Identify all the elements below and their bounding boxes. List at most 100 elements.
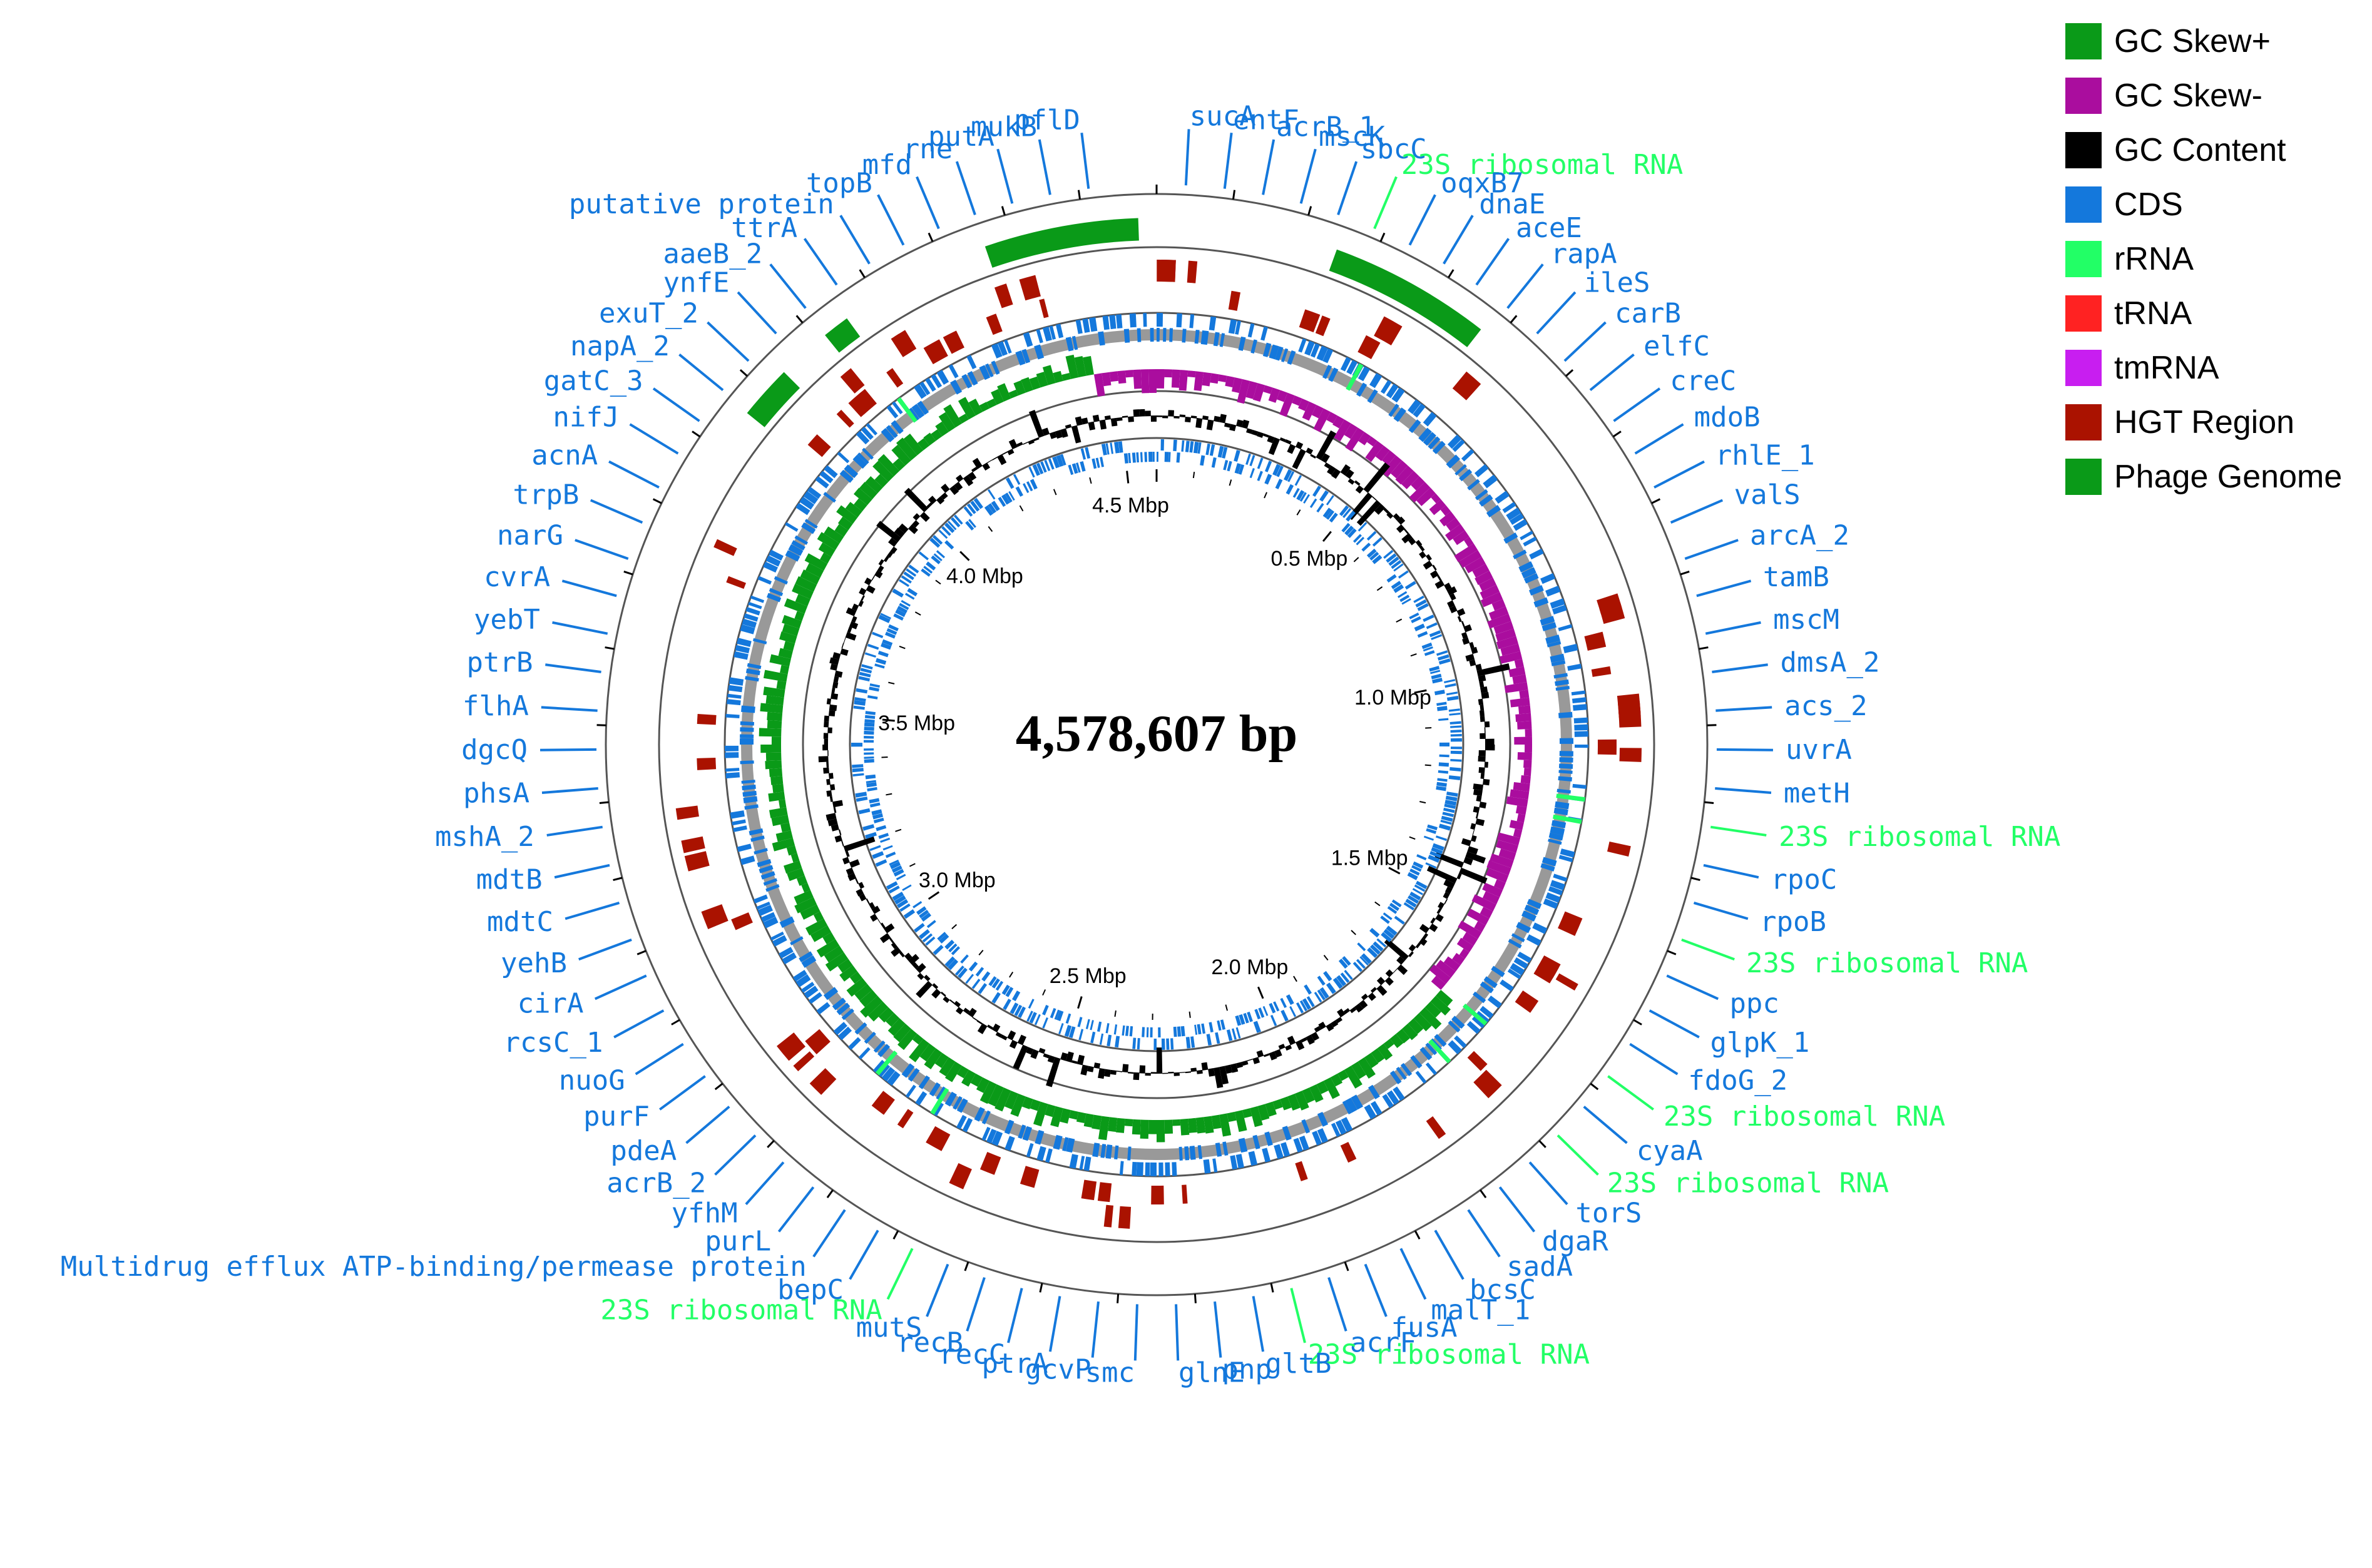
gc-skew-bin (1525, 728, 1532, 737)
gc-content-bin (861, 595, 865, 601)
cds-feature-inner (1407, 872, 1418, 880)
gc-skew-bin (1065, 354, 1079, 379)
gc-skew-bin (1523, 760, 1532, 768)
cds-feature (1557, 788, 1571, 794)
gene-label: aaeB_2 (663, 238, 762, 270)
gc-content-bin (829, 710, 836, 717)
gc-content-bin (1478, 698, 1484, 705)
gc-skew-bin (1482, 882, 1503, 898)
cds-feature (1230, 1155, 1238, 1170)
cds-feature-inner (918, 551, 929, 561)
gc-skew-bin (1510, 789, 1530, 800)
cds-feature (1459, 469, 1473, 482)
cds-feature (1546, 641, 1562, 648)
gc-content-bin (834, 670, 843, 678)
cds-feature-inner (1281, 1009, 1289, 1022)
hgt-region (1081, 1179, 1097, 1201)
gc-content-bin (1055, 429, 1063, 439)
cds-feature (741, 780, 755, 784)
cds-feature (1559, 751, 1573, 756)
cds-feature (953, 1096, 963, 1110)
gc-skew-bin (1439, 511, 1456, 527)
cds-feature-inner (1435, 835, 1448, 842)
cds-feature (967, 370, 978, 386)
cds-feature-inner (1432, 843, 1444, 851)
cds-feature-inner (1431, 634, 1443, 640)
cds-feature (1391, 387, 1405, 403)
gc-content-bin (832, 681, 839, 689)
cds-feature-inner (1386, 553, 1397, 563)
cds-feature (1042, 326, 1052, 342)
gc-content-bin (904, 952, 913, 961)
gc-skew-bin (1125, 370, 1134, 378)
gc-content-bin (851, 616, 857, 623)
cds-feature-inner (872, 631, 884, 639)
cds-feature (981, 1110, 991, 1124)
cds-feature (1021, 349, 1031, 364)
gc-skew-bin (924, 1048, 943, 1070)
gc-content-bin (972, 457, 983, 469)
cds-feature (754, 848, 768, 855)
cds-feature (1158, 1162, 1163, 1176)
cds-feature (1235, 320, 1241, 335)
gc-content-bin (1449, 593, 1456, 601)
cds-feature-inner (1437, 778, 1448, 782)
legend-swatch (2065, 295, 2102, 332)
cds-feature-inner (1040, 461, 1047, 473)
cds-feature (833, 1022, 847, 1036)
gc-skew-bin (837, 959, 853, 973)
cds-feature-inner (877, 650, 889, 658)
cds-feature (1145, 1162, 1150, 1176)
gc-content-bin (1359, 1000, 1368, 1009)
gc-content-bin (1376, 977, 1386, 985)
gc-content-bin (1478, 750, 1486, 756)
cds-feature-inner (865, 832, 877, 839)
cds-feature (1055, 323, 1064, 339)
cds-feature (886, 405, 899, 419)
gc-skew-bin (1132, 1119, 1141, 1135)
cds-feature-inner (939, 934, 949, 944)
cds-feature-inner (921, 912, 931, 922)
hgt-region (684, 851, 710, 872)
gene-label: ttrA (731, 212, 797, 244)
cds-feature (1238, 336, 1246, 351)
gc-content-bin (1484, 727, 1486, 733)
cds-feature-inner (854, 700, 866, 706)
gc-skew-bin (1194, 371, 1204, 391)
gc-skew-bin (1493, 621, 1514, 634)
gc-skew-bin (979, 402, 990, 412)
gc-content-bin (1145, 1072, 1151, 1076)
cds-feature (1100, 1144, 1107, 1158)
cds-feature-inner (1177, 1026, 1182, 1037)
gc-skew-bin (1195, 1117, 1206, 1134)
gc-skew-bin (834, 524, 849, 537)
cds-feature (1448, 1020, 1461, 1033)
gc-content-bin (1354, 480, 1361, 486)
gc-content-bin (1471, 835, 1477, 842)
cds-feature-inner (1050, 1008, 1056, 1019)
cds-feature-inner (988, 976, 997, 987)
cds-feature-inner (1286, 994, 1294, 1005)
cds-feature-inner (1114, 441, 1120, 454)
gc-content-bin (1028, 409, 1045, 438)
cds-feature-inner (1005, 492, 1013, 503)
gene-label: mshA_2 (435, 821, 534, 853)
cds-feature (915, 1091, 928, 1106)
gc-content-bin (1285, 439, 1292, 445)
cds-feature-inner (1339, 505, 1349, 516)
gene-label-leader (594, 974, 647, 1000)
legend-label: GC Content (2114, 131, 2286, 168)
gc-skew-bin (771, 815, 790, 827)
gc-skew-bin (779, 799, 787, 808)
gene-label: gltB (1265, 1348, 1332, 1380)
gene-label-leader (1712, 663, 1768, 673)
gc-content-bin (887, 551, 894, 558)
gc-skew-bin (1453, 530, 1470, 546)
cds-feature-inner (1201, 1023, 1206, 1034)
cds-feature-inner (903, 571, 914, 581)
phage-region (1329, 249, 1481, 347)
gc-content-bin (1229, 424, 1237, 432)
gc-content-bin (1426, 865, 1458, 884)
scale-label: 1.0 Mbp (1354, 686, 1431, 710)
